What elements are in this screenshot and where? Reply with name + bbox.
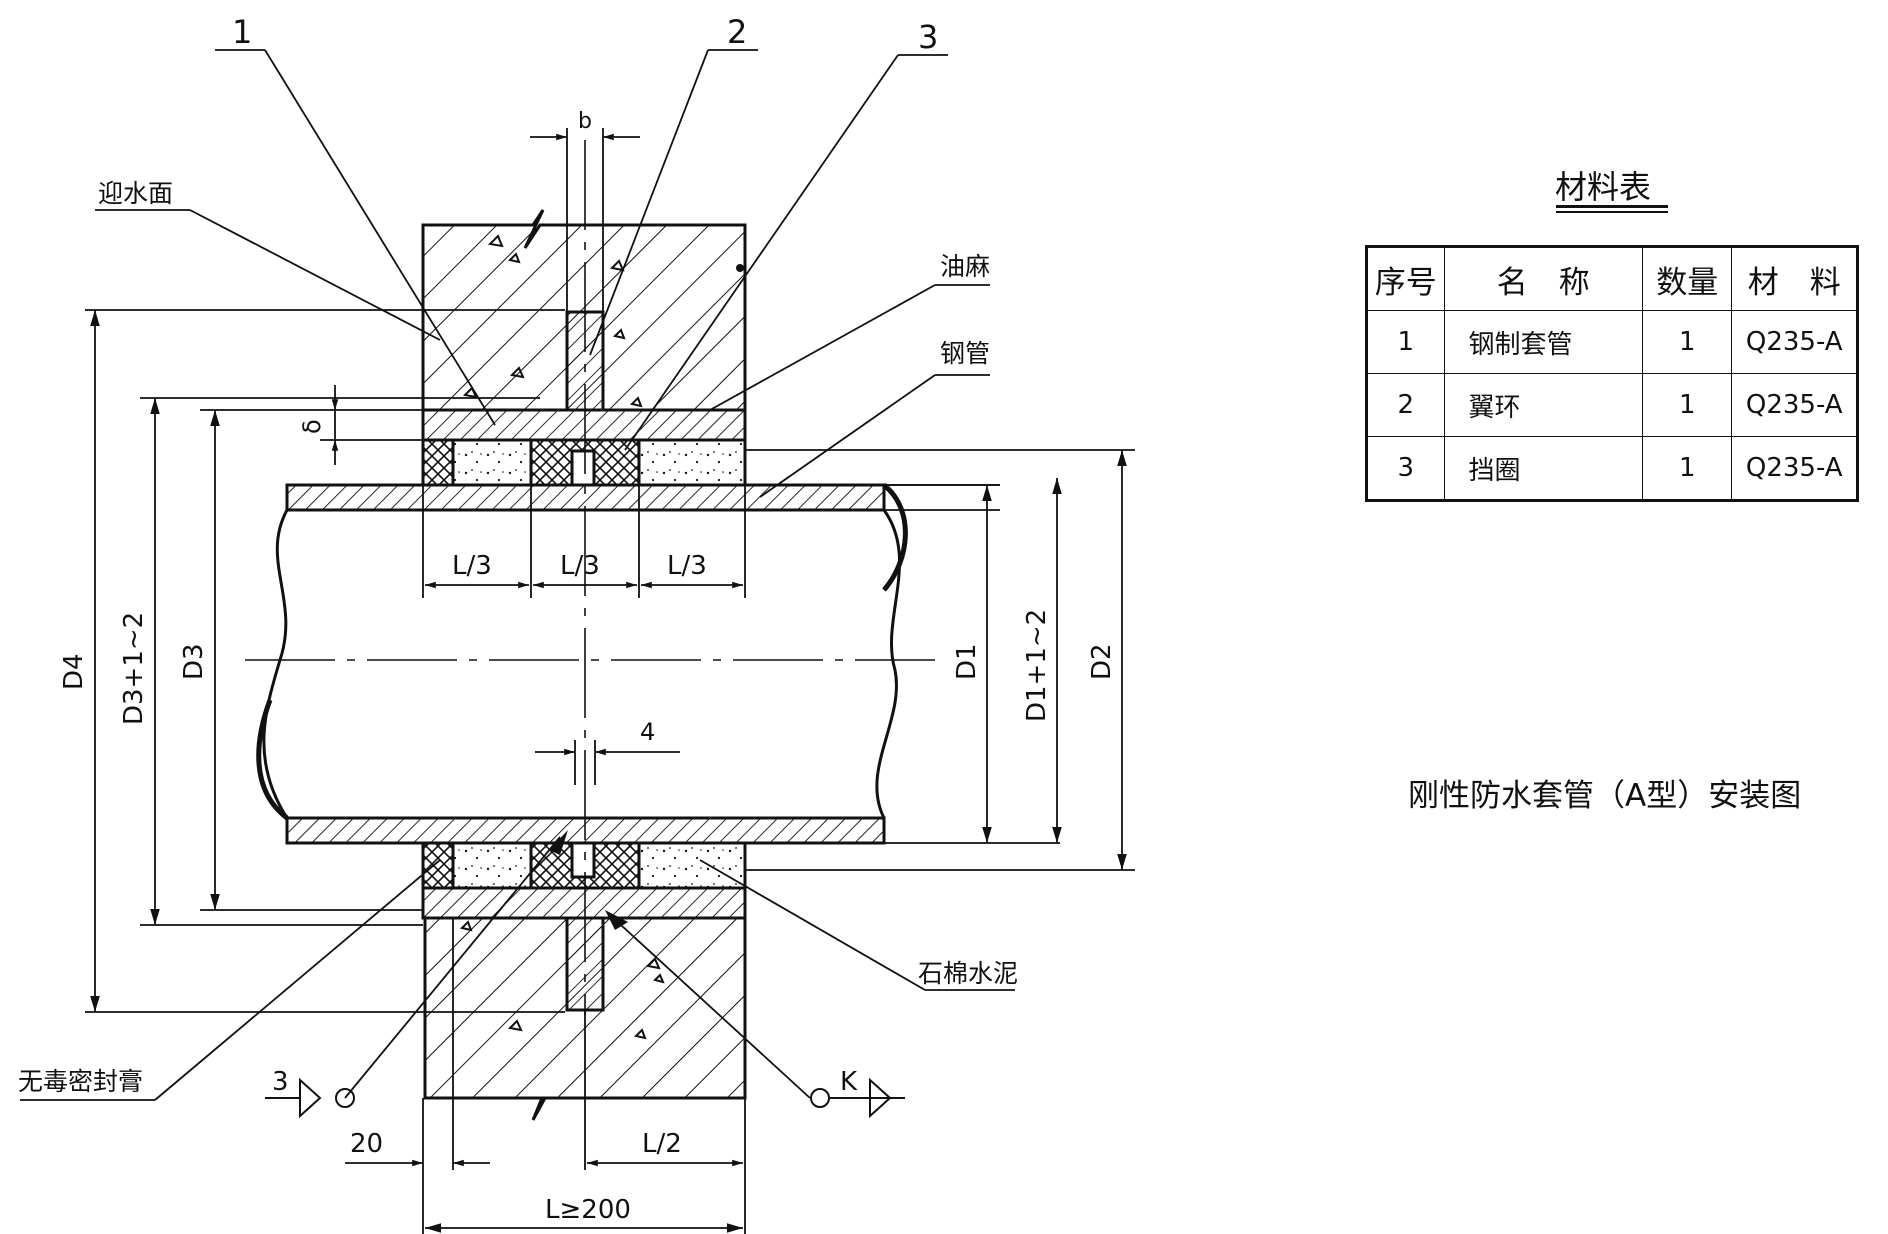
dim-l-half xyxy=(584,1010,746,1234)
leader-arrow-right xyxy=(605,910,628,930)
cell-quantity: 1 xyxy=(1642,310,1733,374)
cell-index: 1 xyxy=(1366,310,1445,374)
table-row: 1 钢制套管 1 Q235-A xyxy=(1366,310,1858,374)
cell-quantity: 1 xyxy=(1642,373,1733,437)
leader-dot-3 xyxy=(736,264,744,272)
label-d2: D2 xyxy=(1087,643,1117,680)
label-asbestos-cement: 石棉水泥 xyxy=(918,959,1018,988)
concrete-marks xyxy=(460,234,665,1040)
sleeve-bottom xyxy=(421,886,747,920)
label-d1: D1 xyxy=(952,643,982,680)
dim-b xyxy=(530,128,640,312)
material-table: 序号 名 称 数量 材 料 1 钢制套管 1 Q235-A 2 翼环 1 Q23… xyxy=(1365,245,1859,502)
header-material: 材 料 xyxy=(1731,246,1858,311)
label-four: 4 xyxy=(640,718,655,746)
header-name: 名 称 xyxy=(1443,246,1644,311)
callout-1: 1 xyxy=(232,13,252,51)
section-label-3: 3 xyxy=(272,1067,289,1097)
label-l-half: L/2 xyxy=(642,1129,682,1159)
callout-2: 2 xyxy=(727,13,747,51)
header-index: 序号 xyxy=(1366,246,1445,311)
label-d1-plus: D1+1~2 xyxy=(1022,609,1052,722)
label-delta: δ xyxy=(298,419,326,434)
label-twenty: 20 xyxy=(350,1129,383,1159)
extension-lines xyxy=(85,309,1135,1013)
label-sealant: 无毒密封膏 xyxy=(18,1067,143,1096)
label-b: b xyxy=(578,109,592,134)
steel-pipe xyxy=(256,483,908,845)
dim-l-total xyxy=(422,1098,743,1234)
table-title-underline xyxy=(1556,205,1668,213)
filling-bottom xyxy=(421,841,747,890)
wall-top xyxy=(421,209,747,412)
cell-index: 3 xyxy=(1366,436,1445,501)
header-quantity: 数量 xyxy=(1642,246,1733,311)
dim-l-third xyxy=(422,485,746,598)
table-row: 3 挡圈 1 Q235-A xyxy=(1366,436,1858,501)
label-l-third-1: L/3 xyxy=(452,551,492,581)
cell-name: 钢制套管 xyxy=(1443,310,1644,374)
label-steel-pipe: 钢管 xyxy=(940,339,990,368)
section-label-k: K xyxy=(840,1067,858,1097)
label-water-face: 迎水面 xyxy=(98,179,173,208)
dim-four xyxy=(535,740,680,785)
label-l-min: L≥200 xyxy=(545,1195,631,1225)
cell-quantity: 1 xyxy=(1642,436,1733,501)
cell-name: 挡圈 xyxy=(1443,436,1644,501)
label-oiled-hemp: 油麻 xyxy=(940,252,990,281)
leaders xyxy=(20,49,1015,1101)
cell-index: 2 xyxy=(1366,373,1445,437)
section-mark-right xyxy=(810,1077,905,1119)
sleeve-top xyxy=(421,408,747,442)
callout-3: 3 xyxy=(918,18,938,56)
label-l-third-3: L/3 xyxy=(667,551,707,581)
filling-top xyxy=(421,438,747,487)
label-d3-plus: D3+1~2 xyxy=(119,612,149,725)
cell-material: Q235-A xyxy=(1731,373,1858,437)
center-lines xyxy=(245,140,935,1015)
cell-material: Q235-A xyxy=(1731,436,1858,501)
figure-title: 刚性防水套管（A型）安装图 xyxy=(1408,778,1802,814)
table-row: 2 翼环 1 Q235-A xyxy=(1366,373,1858,437)
label-d4: D4 xyxy=(59,653,89,690)
dim-twenty xyxy=(345,918,490,1170)
leader-arrow-left xyxy=(549,830,568,855)
section-mark-left xyxy=(265,1077,355,1119)
table-title: 材料表 xyxy=(1555,168,1652,206)
table-header-row: 序号 名 称 数量 材 料 xyxy=(1366,246,1858,311)
cell-name: 翼环 xyxy=(1443,373,1644,437)
label-l-third-2: L/3 xyxy=(560,551,600,581)
label-d3: D3 xyxy=(179,643,209,680)
cell-material: Q235-A xyxy=(1731,310,1858,374)
